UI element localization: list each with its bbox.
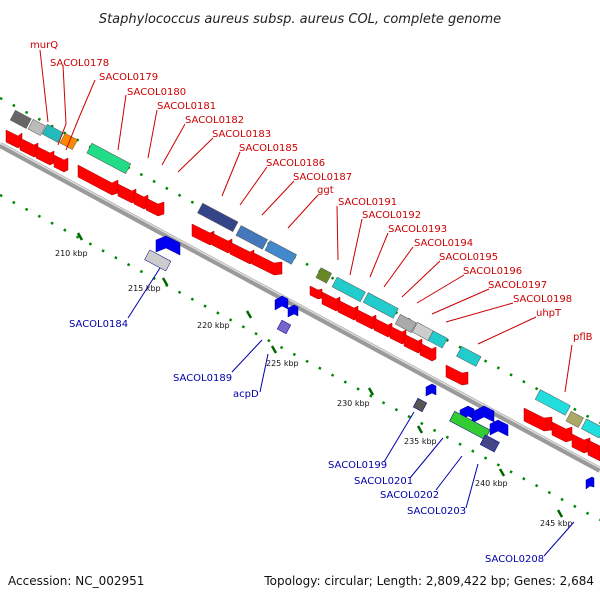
feature-box <box>86 142 132 174</box>
feature-box <box>264 240 297 265</box>
gene-label[interactable]: SACOL0192 <box>362 210 421 221</box>
gene-label[interactable]: SACOL0196 <box>463 266 522 277</box>
tick-label-215: 215 kbp <box>128 284 161 293</box>
feature-box <box>565 410 584 428</box>
gene-label[interactable]: SACOL0184 <box>69 319 128 330</box>
gene-label[interactable]: SACOL0189 <box>173 373 232 384</box>
gene-label[interactable]: SACOL0182 <box>185 115 244 126</box>
feature-box <box>9 110 32 129</box>
gene-label[interactable]: ggt <box>317 185 334 196</box>
tick-label-225: 225 kbp <box>266 359 299 368</box>
genome-backbone <box>0 142 600 473</box>
gene-label[interactable]: SACOL0181 <box>157 101 216 112</box>
gene-label[interactable]: SACOL0193 <box>388 224 447 235</box>
feature-box <box>331 276 366 303</box>
cds-arrow <box>489 419 509 437</box>
forward-cds-track <box>5 129 600 462</box>
tick-label-235: 235 kbp <box>404 437 437 446</box>
feature-box <box>362 292 399 319</box>
reverse-cds-track <box>144 235 595 490</box>
gene-label[interactable]: SACOL0198 <box>513 294 572 305</box>
cds-arrow <box>251 251 283 276</box>
cds-arrow <box>403 333 423 354</box>
gene-label[interactable]: SACOL0202 <box>380 490 439 501</box>
cds-arrow <box>337 299 359 321</box>
cds-arrow <box>425 383 437 397</box>
tick-label-210: 210 kbp <box>55 249 88 258</box>
gene-label[interactable]: SACOL0191 <box>338 197 397 208</box>
feature-box <box>276 319 292 335</box>
cds-arrow <box>587 439 600 462</box>
gene-label[interactable]: uhpT <box>536 308 562 319</box>
gene-label[interactable]: pflB <box>573 332 593 343</box>
gene-label[interactable]: SACOL0179 <box>99 72 158 83</box>
cds-arrow <box>35 145 55 166</box>
gene-label[interactable]: SACOL0186 <box>266 158 325 169</box>
gene-label[interactable]: SACOL0208 <box>485 554 544 565</box>
cds-arrow <box>571 433 591 454</box>
map-title: Staphylococcus aureus subsp. aureus COL,… <box>99 12 501 27</box>
cds-arrow <box>585 476 595 490</box>
cds-arrow <box>53 154 69 173</box>
inner-dotted-line <box>0 193 600 522</box>
reverse-gene-label-text: SACOL0184 SACOL0189 acpD SACOL0199 SACOL… <box>69 319 544 565</box>
feature-box <box>581 418 600 439</box>
cds-arrow <box>551 421 573 443</box>
gene-label[interactable]: SACOL0187 <box>293 172 352 183</box>
feature-track <box>9 110 600 439</box>
kbp-ticks: 210 kbp 215 kbp 220 kbp 225 kbp 230 kbp … <box>55 232 573 528</box>
gene-label[interactable]: SACOL0185 <box>239 143 298 154</box>
feature-box <box>479 434 500 453</box>
cds-arrow <box>445 364 469 386</box>
cds-arrow <box>373 317 393 338</box>
feature-box <box>144 249 172 272</box>
gene-label[interactable]: SACOL0180 <box>127 87 186 98</box>
gene-label[interactable]: SACOL0183 <box>212 129 271 140</box>
gene-label[interactable]: SACOL0199 <box>328 460 387 471</box>
cds-arrow <box>419 342 437 362</box>
feature-box <box>394 314 417 333</box>
cds-arrow <box>229 241 255 265</box>
cds-arrow <box>5 129 23 149</box>
cds-arrow <box>523 407 553 432</box>
gene-label[interactable]: SACOL0203 <box>407 506 466 517</box>
tick-label-245: 245 kbp <box>540 519 573 528</box>
feature-box <box>412 397 428 413</box>
accession-text: Accession: NC_002951 <box>8 574 144 588</box>
tick-label-240: 240 kbp <box>475 479 508 488</box>
feature-box <box>449 410 491 441</box>
cds-arrow <box>155 235 181 256</box>
feature-box <box>427 330 448 349</box>
feature-box <box>197 202 239 233</box>
cds-arrow <box>191 223 215 246</box>
cds-arrow <box>145 197 165 217</box>
feature-box <box>315 267 332 284</box>
gene-label[interactable]: SACOL0195 <box>439 252 498 263</box>
reverse-gene-labels <box>127 267 575 557</box>
gene-label[interactable]: murQ <box>30 40 58 51</box>
genome-summary-text: Topology: circular; Length: 2,809,422 bp… <box>263 574 594 588</box>
cds-arrow <box>287 304 299 318</box>
cds-arrow <box>321 291 341 312</box>
forward-gene-label-text: murQ SACOL0178 SACOL0179 SACOL0180 SACOL… <box>30 40 593 343</box>
gene-label[interactable]: acpD <box>233 389 259 400</box>
gene-label[interactable]: SACOL0197 <box>488 280 547 291</box>
feature-box <box>27 118 46 136</box>
cds-arrow <box>117 183 137 204</box>
gene-label[interactable]: SACOL0201 <box>354 476 413 487</box>
feature-box <box>235 225 268 250</box>
feature-box <box>59 132 78 150</box>
forward-gene-labels <box>39 49 573 393</box>
gene-label[interactable]: SACOL0178 <box>50 58 109 69</box>
tick-label-220: 220 kbp <box>197 321 230 330</box>
feature-box <box>456 346 482 367</box>
cds-arrow <box>309 285 323 300</box>
gene-label[interactable]: SACOL0194 <box>414 238 473 249</box>
cds-arrow <box>355 308 377 330</box>
feature-box <box>534 389 571 416</box>
cds-arrow <box>211 232 233 254</box>
tick-label-230: 230 kbp <box>337 399 370 408</box>
